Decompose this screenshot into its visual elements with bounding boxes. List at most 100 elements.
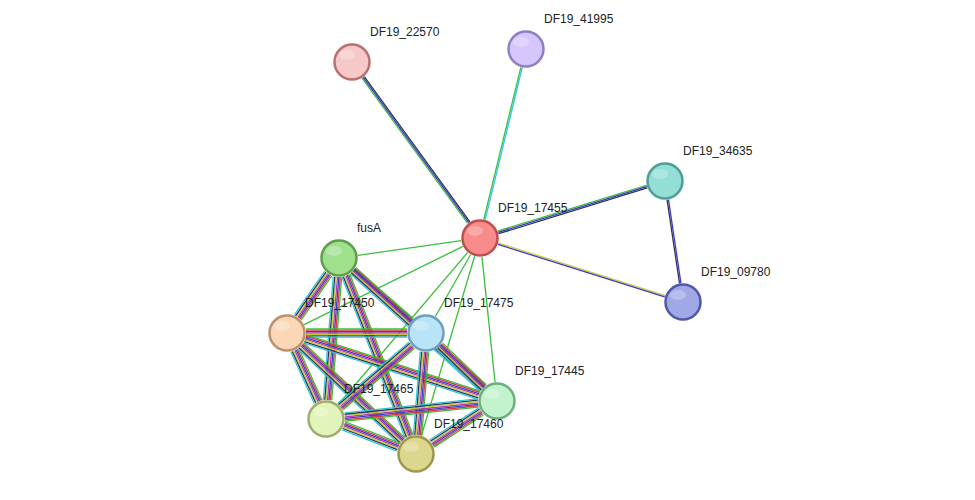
protein-node: DF19_22570 <box>333 43 371 81</box>
evidence-line <box>440 346 484 388</box>
protein-node: DF19_34635 <box>646 162 684 200</box>
evidence-line <box>442 344 486 386</box>
node-highlight <box>326 246 342 256</box>
node-label: DF19_17445 <box>515 364 584 378</box>
node-label: DF19_09780 <box>701 265 770 279</box>
evidence-line <box>345 403 478 417</box>
node-circle <box>333 43 371 81</box>
interaction-edge <box>484 67 522 219</box>
evidence-line <box>345 402 478 416</box>
evidence-line <box>342 348 413 409</box>
node-label: DF19_17460 <box>434 417 503 431</box>
evidence-line <box>343 349 414 410</box>
evidence-line <box>344 399 477 413</box>
evidence-line <box>345 404 478 418</box>
node-label: fusA <box>357 221 381 235</box>
node-circle <box>461 219 499 257</box>
node-shape <box>335 45 370 80</box>
evidence-line <box>306 337 407 338</box>
evidence-line <box>498 243 665 296</box>
evidence-line <box>363 77 469 222</box>
node-label: DF19_17450 <box>305 296 374 310</box>
protein-node: DF19_17465 <box>307 400 345 438</box>
node-highlight <box>403 442 419 452</box>
node-circle <box>664 283 702 321</box>
node-circle <box>507 30 545 68</box>
evidence-line <box>297 273 327 317</box>
node-circle <box>478 382 516 420</box>
evidence-line <box>298 274 328 318</box>
node-shape <box>409 316 444 351</box>
interaction-edge <box>306 329 407 337</box>
node-shape <box>309 402 344 437</box>
evidence-line <box>499 188 648 234</box>
evidence-line <box>498 187 647 233</box>
protein-node: DF19_17475 <box>407 314 445 352</box>
node-shape <box>666 285 701 320</box>
evidence-line <box>485 68 522 220</box>
evidence-line <box>667 200 679 283</box>
node-label: DF19_41995 <box>544 12 613 26</box>
node-shape <box>322 241 357 276</box>
node-highlight <box>513 37 529 47</box>
evidence-line <box>306 330 407 331</box>
node-highlight <box>652 169 668 179</box>
interaction-edge <box>413 352 428 436</box>
evidence-line <box>342 430 397 451</box>
interaction-edge <box>294 271 331 320</box>
evidence-line <box>340 345 411 406</box>
evidence-line <box>358 241 461 256</box>
interaction-edge <box>342 422 400 451</box>
node-shape <box>648 164 683 199</box>
evidence-line <box>439 347 483 389</box>
node-circle <box>320 239 358 277</box>
node-shape <box>399 437 434 472</box>
evidence-line <box>306 328 407 329</box>
evidence-line <box>438 348 482 390</box>
node-highlight <box>467 226 483 236</box>
evidence-line <box>484 67 521 219</box>
interaction-edge <box>482 257 495 382</box>
evidence-line <box>306 332 407 333</box>
protein-node: DF19_17460 <box>397 435 435 473</box>
evidence-line <box>345 400 478 414</box>
node-highlight <box>339 50 355 60</box>
node-highlight <box>413 321 429 331</box>
node-label: DF19_22570 <box>370 25 439 39</box>
node-label: DF19_17475 <box>444 296 513 310</box>
evidence-line <box>498 244 665 297</box>
evidence-line <box>343 429 398 450</box>
evidence-line <box>498 185 647 231</box>
evidence-line <box>482 257 495 382</box>
node-circle <box>646 162 684 200</box>
node-shape <box>509 32 544 67</box>
evidence-line <box>344 425 399 446</box>
evidence-line <box>364 77 470 222</box>
node-shape <box>480 384 515 419</box>
evidence-line <box>668 200 680 283</box>
evidence-line <box>339 344 410 405</box>
node-label: DF19_17465 <box>344 382 413 396</box>
interaction-edge <box>358 241 461 256</box>
evidence-line <box>295 350 318 401</box>
interaction-edge <box>338 342 415 410</box>
evidence-line <box>362 78 468 223</box>
node-shape <box>463 221 498 256</box>
node-label: DF19_34635 <box>683 144 752 158</box>
evidence-line <box>441 345 485 387</box>
evidence-line <box>344 426 399 447</box>
evidence-line <box>343 427 398 448</box>
evidence-line <box>415 352 422 435</box>
node-circle <box>407 314 445 352</box>
node-highlight <box>313 407 329 417</box>
protein-node: DF19_17450 <box>268 314 306 352</box>
protein-node: DF19_17445 <box>478 382 516 420</box>
evidence-line <box>413 352 420 435</box>
interaction-edge <box>437 343 486 391</box>
evidence-line <box>306 331 407 332</box>
node-highlight <box>484 389 500 399</box>
evidence-line <box>306 335 407 336</box>
protein-node: DF19_09780 <box>664 283 702 321</box>
node-shape <box>270 316 305 351</box>
